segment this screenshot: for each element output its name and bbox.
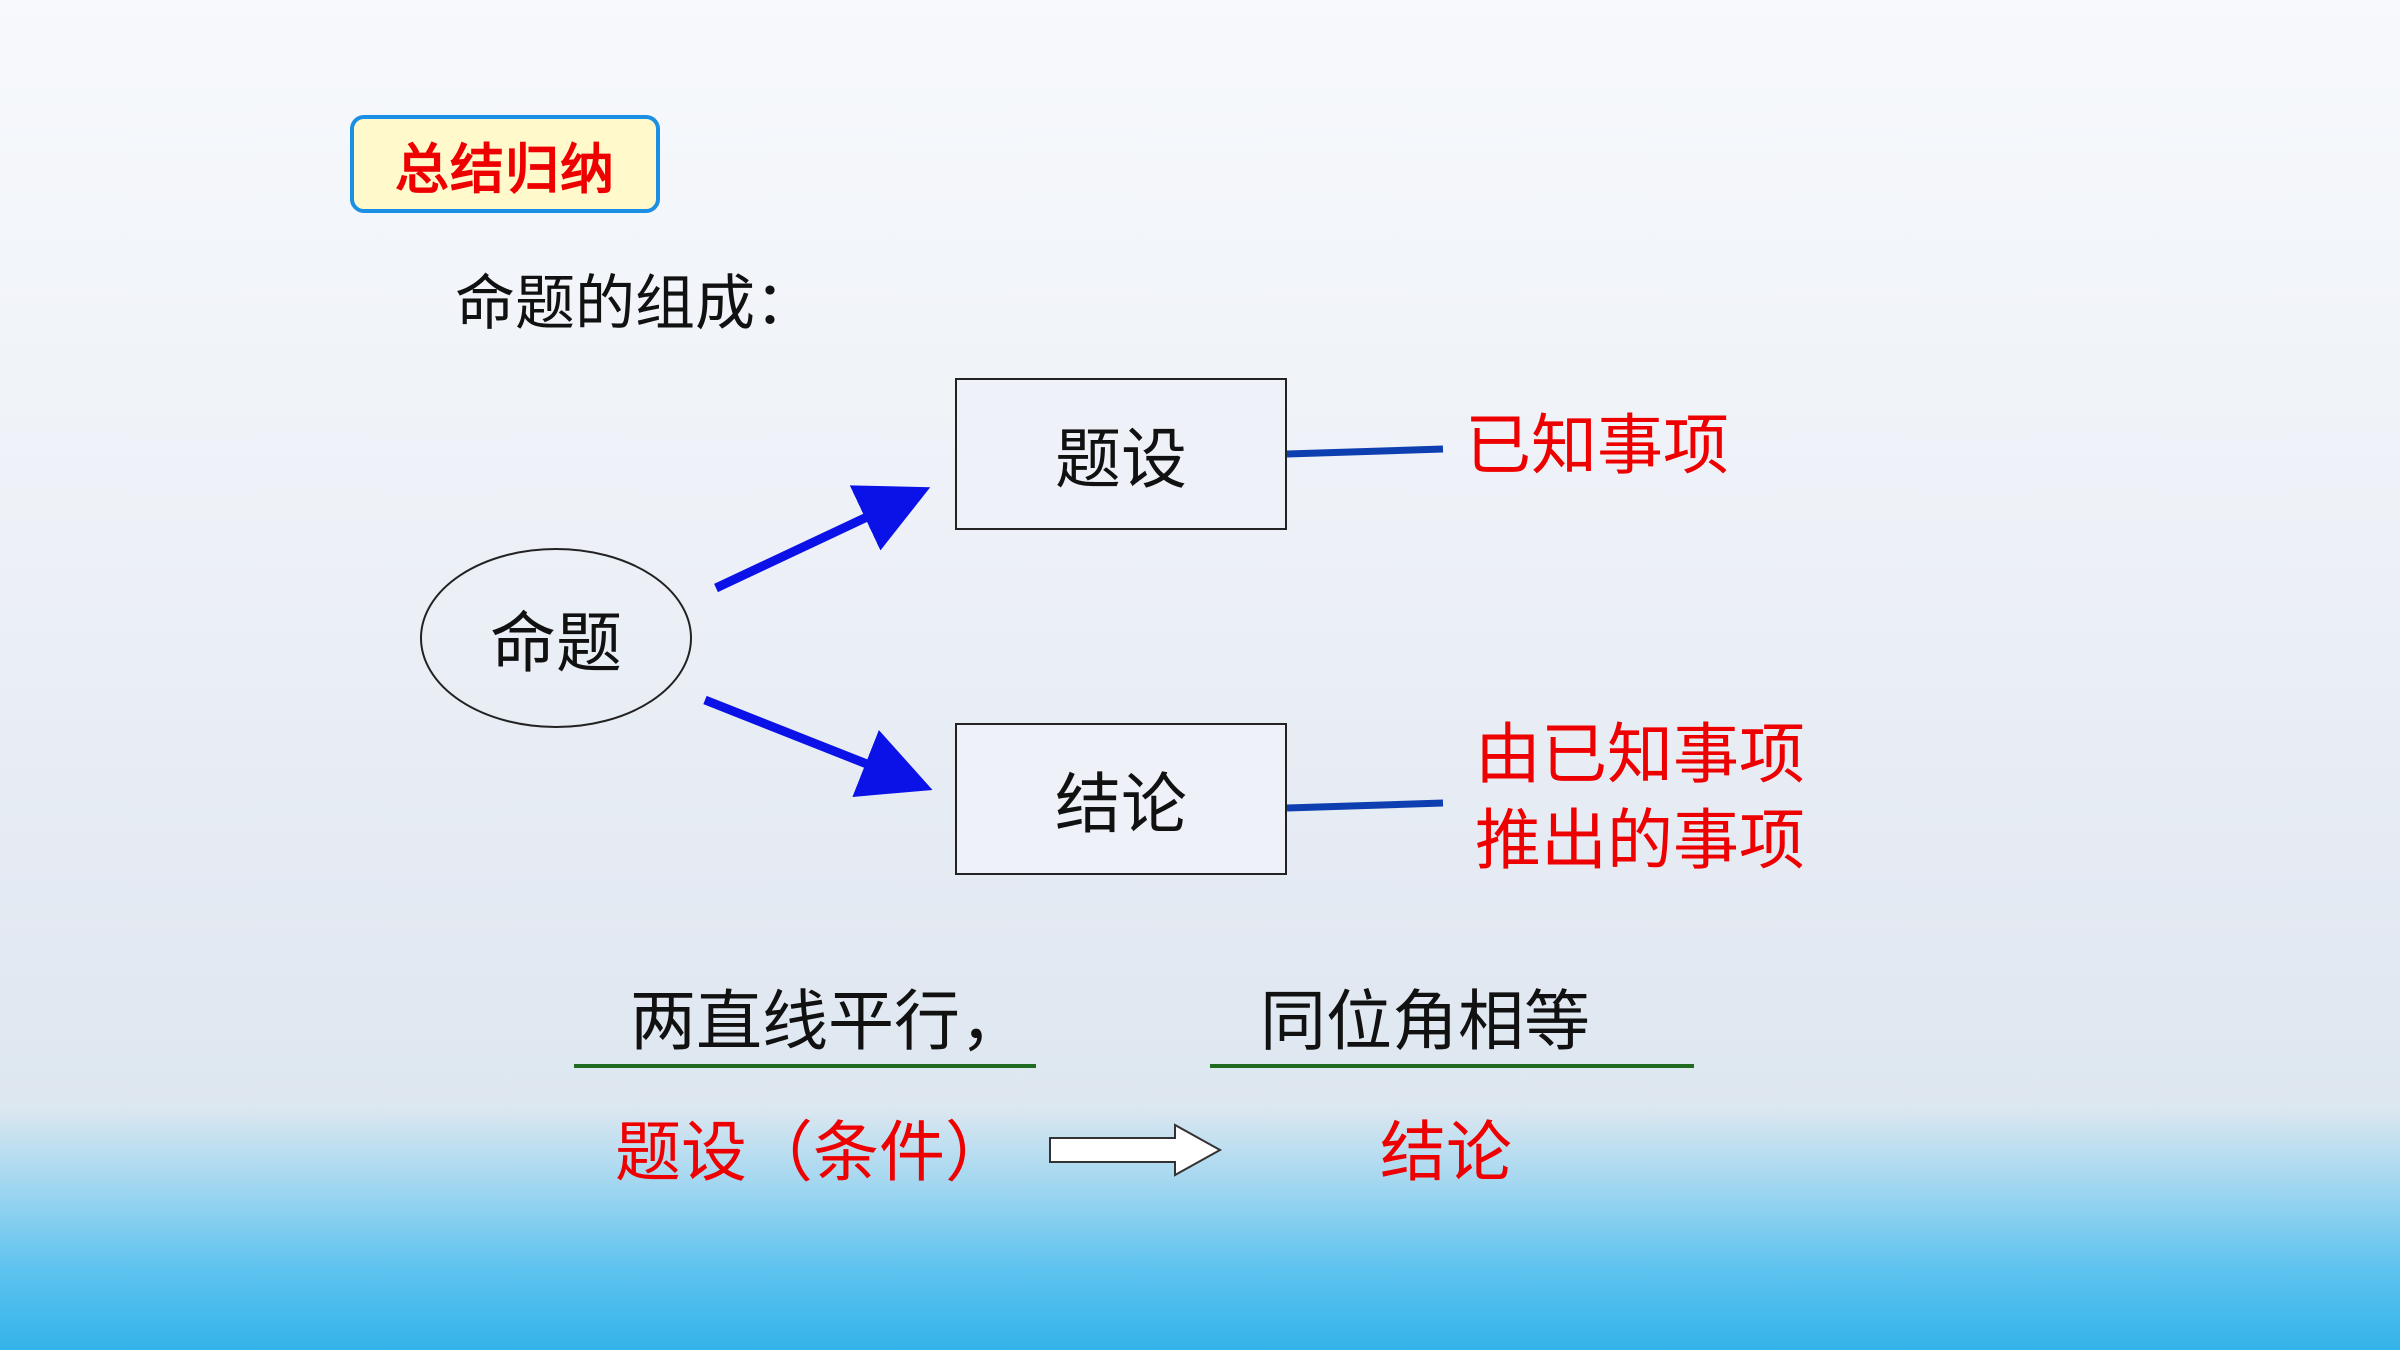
conclusion-box-label: 结论 — [1055, 766, 1187, 843]
conclusion-definition-line-1: 由已知事项 — [1475, 716, 1805, 793]
conclusion-definition-line-2: 推出的事项 — [1475, 802, 1805, 879]
section-subtitle: 命题的组成： — [455, 269, 815, 339]
example-premise-text: 两直线平行， — [630, 983, 1026, 1060]
implies-arrow — [1049, 1123, 1223, 1177]
root-oval — [420, 548, 692, 728]
premise-box-label: 题设 — [1055, 421, 1187, 498]
example-conclusion-caption: 结论 — [1380, 1114, 1512, 1191]
premise-box: 题设 — [955, 378, 1287, 530]
conclusion-connector — [1286, 799, 1444, 812]
premise-connector — [1286, 445, 1444, 458]
conclusion-box: 结论 — [955, 723, 1287, 875]
premise-definition: 已知事项 — [1465, 407, 1729, 484]
summary-tag: 总结归纳 — [350, 115, 660, 213]
example-premise-caption: 题设（条件） — [615, 1114, 1011, 1191]
conclusion-definition: 由已知事项 推出的事项 — [1475, 712, 1805, 884]
root-label: 命题 — [490, 605, 622, 682]
arrow-to-conclusion — [703, 695, 933, 797]
example-conclusion-text: 同位角相等 — [1260, 983, 1590, 1060]
arrow-to-premise — [714, 485, 931, 593]
